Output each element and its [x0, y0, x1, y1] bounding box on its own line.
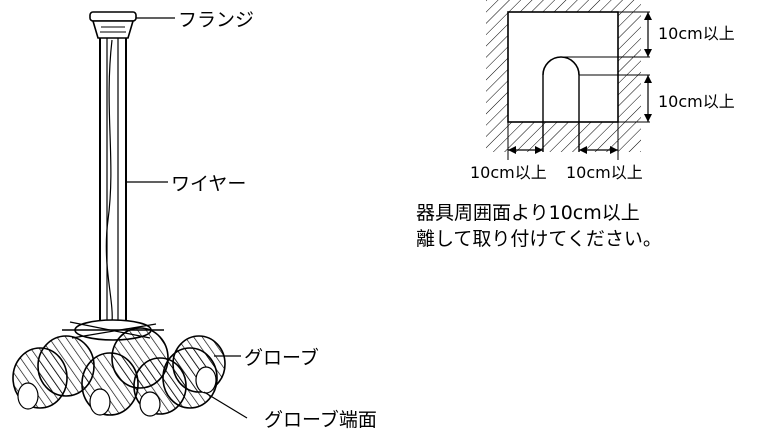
- clearance-right-label: 10cm以上: [658, 92, 735, 111]
- wire-label: ワイヤー: [171, 173, 246, 195]
- globe-edge-label: グローブ端面: [264, 408, 377, 431]
- clearance-top-label: 10cm以上: [658, 24, 735, 43]
- globe-cluster: [12, 327, 226, 417]
- clearance-diagram: 10cm以上 10cm以上 10cm以上 10cm以上: [470, 0, 735, 182]
- dimension-arrow-bottom-right: [579, 146, 618, 154]
- installation-note: 器具周囲面より10cm以上 離して取り付けてください。: [416, 200, 662, 252]
- globe-label: グローブ: [244, 346, 319, 369]
- clearance-bottom-left-label: 10cm以上: [470, 163, 547, 182]
- clearance-bottom-right-label: 10cm以上: [566, 163, 643, 182]
- globe-edge-leader: [203, 391, 248, 419]
- wall-hatching: [486, 0, 641, 152]
- fixture-outline: [542, 56, 650, 152]
- note-line-1: 器具周囲面より10cm以上: [416, 202, 640, 224]
- pendant-fixture: フランジ ワイヤー グローブ グローブ端面: [12, 9, 377, 431]
- dimension-arrow-bottom-left: [508, 146, 543, 154]
- flange-label: フランジ: [178, 9, 254, 31]
- dimension-arrow-right: [644, 75, 652, 122]
- note-line-2: 離して取り付けてください。: [416, 228, 662, 250]
- stem-pipe: [99, 38, 127, 323]
- dimension-arrow-top: [644, 12, 652, 57]
- wire-cord: [105, 39, 113, 323]
- flange-part: [89, 11, 137, 39]
